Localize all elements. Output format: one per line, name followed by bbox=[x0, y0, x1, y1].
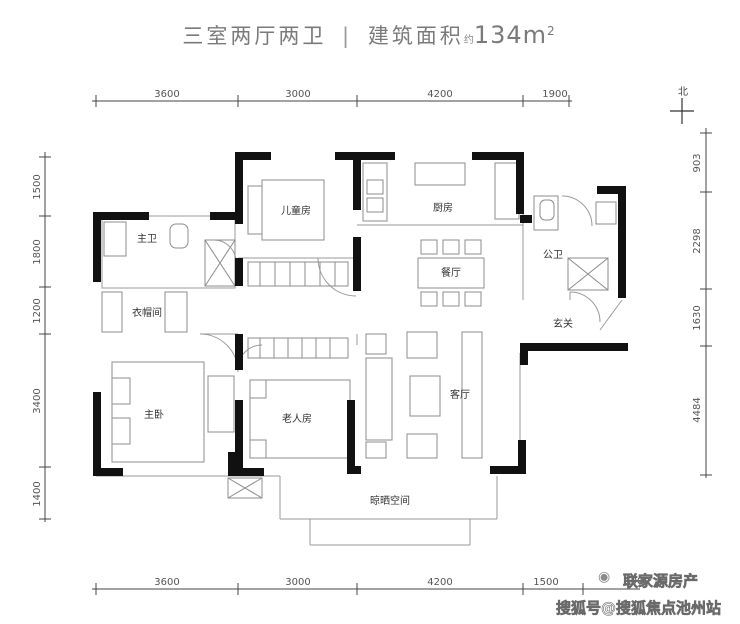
label-master-bedroom: 主卧 bbox=[144, 408, 164, 421]
interior-lines bbox=[96, 158, 623, 546]
dim-left-4: 3400 bbox=[32, 388, 43, 413]
watermark-sohu: 搜狐号@搜狐焦点池州站 bbox=[556, 599, 722, 618]
label-kitchen: 厨房 bbox=[433, 201, 453, 214]
dim-right-3: 1630 bbox=[692, 305, 703, 330]
dim-right-1: 903 bbox=[692, 153, 703, 172]
area-value: 134m bbox=[473, 21, 547, 49]
label-children-room: 儿童房 bbox=[281, 204, 311, 217]
dim-bottom-3: 4200 bbox=[427, 577, 452, 588]
dim-bottom-4: 1500 bbox=[533, 577, 558, 588]
north-compass bbox=[670, 98, 694, 124]
dim-top-4: 1900 bbox=[542, 89, 567, 100]
dim-bottom-5: 3000 bbox=[624, 576, 649, 587]
area-approx: 约 bbox=[463, 35, 474, 46]
dim-left-3: 1200 bbox=[32, 298, 43, 323]
label-public-bath: 公卫 bbox=[543, 250, 563, 261]
label-closet: 衣帽间 bbox=[132, 306, 162, 319]
dim-top-3: 4200 bbox=[427, 89, 452, 100]
dim-left-5: 1400 bbox=[32, 481, 43, 506]
label-living: 客厅 bbox=[450, 388, 470, 401]
label-elder-room: 老人房 bbox=[282, 412, 312, 425]
watermark-brand: 联家源房产 bbox=[623, 572, 699, 591]
dim-bottom-2: 3000 bbox=[285, 577, 310, 588]
area-label: 建筑面积 bbox=[367, 24, 464, 48]
dim-bottom-1: 3600 bbox=[154, 577, 179, 588]
north-label: 北 bbox=[678, 86, 688, 98]
furniture bbox=[101, 162, 617, 499]
label-dining: 餐厅 bbox=[441, 266, 461, 279]
dim-top-2: 3000 bbox=[285, 89, 310, 100]
dim-left-2: 1800 bbox=[32, 239, 43, 264]
area-unit-sup: 2 bbox=[547, 24, 558, 38]
wechat-icon: ◉ bbox=[598, 569, 611, 585]
plan-title: 三室两厅两卫 | 建筑面积约134m2 bbox=[0, 20, 740, 50]
label-foyer: 玄关 bbox=[553, 317, 573, 330]
dimension-lines bbox=[39, 95, 712, 595]
dim-left-1: 1500 bbox=[32, 174, 43, 199]
layout-text: 三室两厅两卫 bbox=[182, 24, 327, 48]
dim-right-4: 4484 bbox=[692, 397, 703, 422]
label-master-bath: 主卫 bbox=[137, 233, 157, 245]
title-separator: | bbox=[342, 24, 353, 48]
room-labels: 儿童房 厨房 主卫 公卫 餐厅 衣帽间 玄关 客厅 主卧 老人房 晾晒空间 bbox=[132, 201, 573, 507]
exterior-walls bbox=[93, 152, 628, 476]
dim-right-2: 2298 bbox=[692, 228, 703, 253]
dim-top-1: 3600 bbox=[154, 89, 179, 100]
label-balcony: 晾晒空间 bbox=[370, 494, 410, 507]
